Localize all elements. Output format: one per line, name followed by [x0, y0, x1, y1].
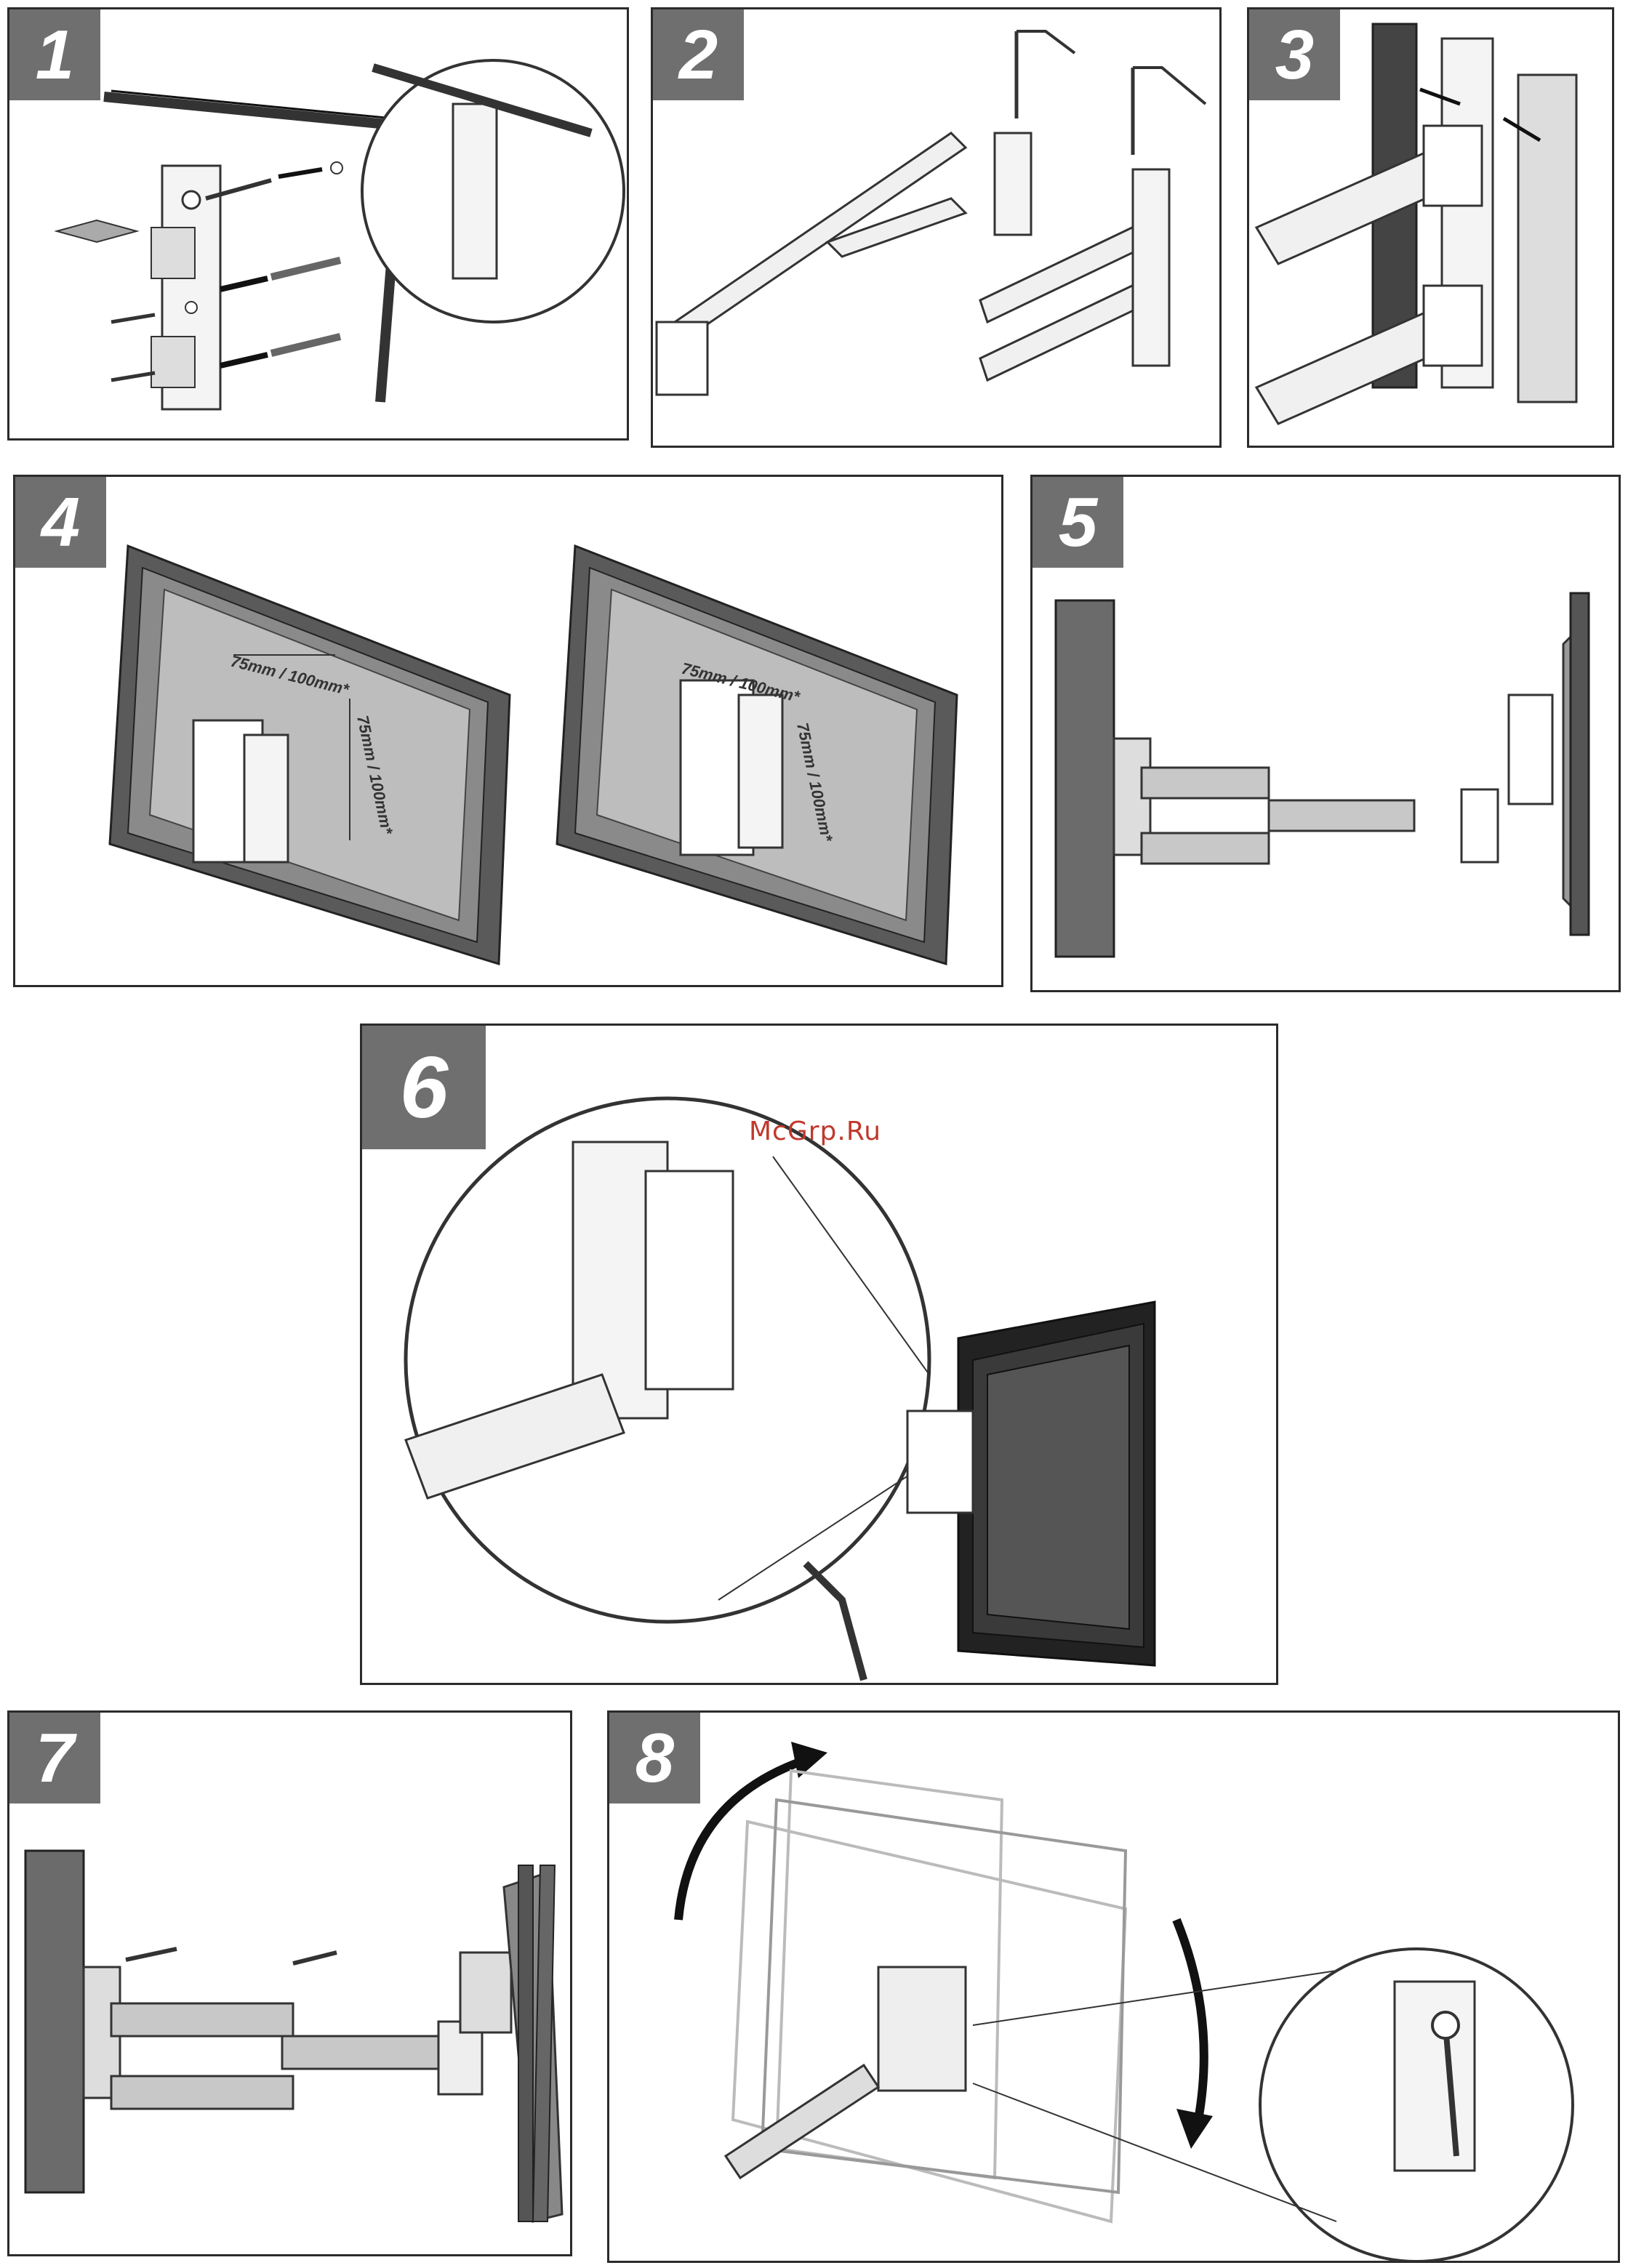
- step-2-panel: 2: [651, 7, 1222, 448]
- step-8-illustration: [609, 1713, 1620, 2263]
- step-3-illustration: [1249, 9, 1614, 448]
- step-1-panel: 1: [7, 7, 629, 441]
- step-7-panel: 7: [7, 1710, 572, 2256]
- step-4-panel: 4 75mm / 100mm* 75mm / 100mm* 75mm / 100…: [13, 475, 1003, 987]
- step-3-panel: 3: [1247, 7, 1614, 448]
- step-1-illustration: [9, 9, 629, 441]
- step-4-illustration: 75mm / 100mm* 75mm / 100mm* 75mm / 100mm…: [15, 477, 1003, 987]
- step-5-illustration: [1032, 477, 1621, 992]
- step-8-panel: 8: [607, 1710, 1620, 2263]
- step-2-illustration: [653, 9, 1222, 448]
- watermark: McGrp.Ru: [749, 1117, 881, 1146]
- step-7-illustration: [9, 1713, 572, 2256]
- step-5-panel: 5: [1030, 475, 1621, 992]
